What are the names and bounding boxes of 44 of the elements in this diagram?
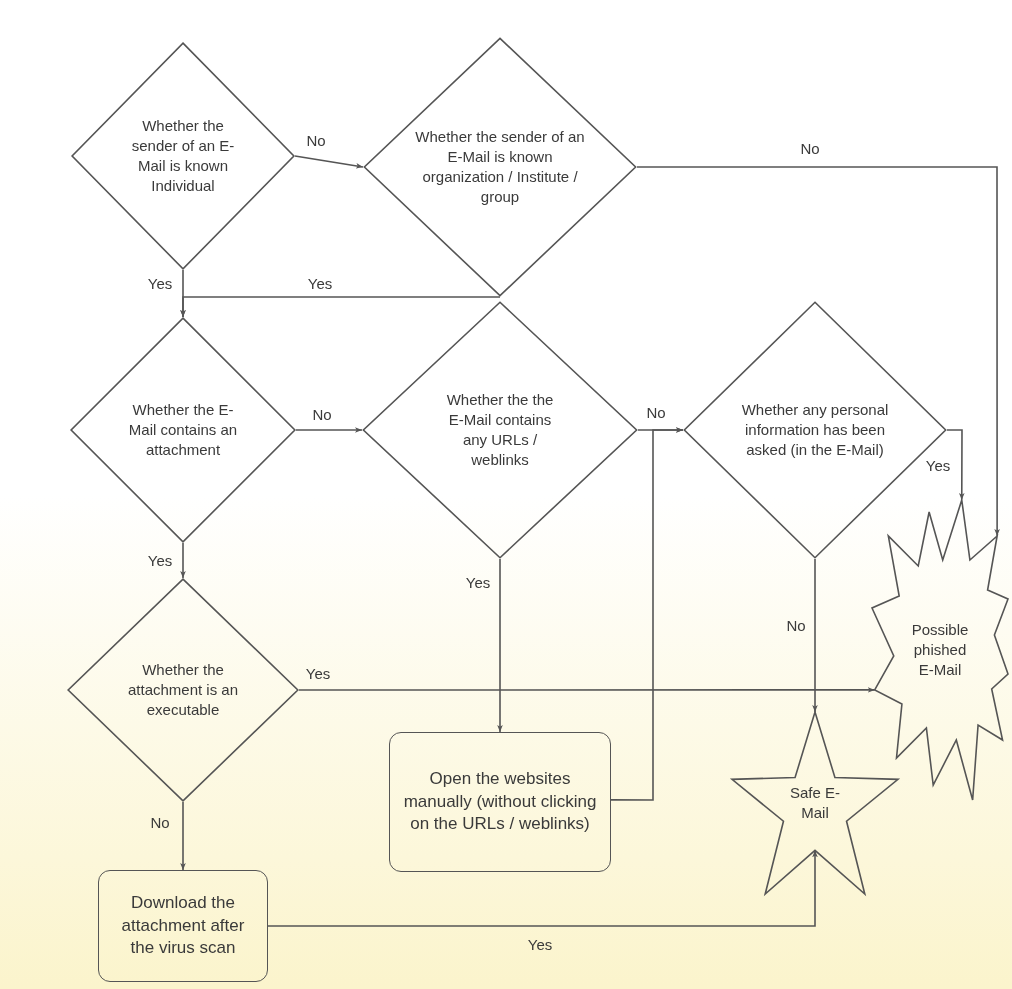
arrow <box>298 687 876 693</box>
edge-label: No <box>800 140 820 156</box>
edge-label: No <box>306 132 326 148</box>
arrow <box>497 558 503 733</box>
arrow <box>636 166 1000 537</box>
edge-label: Yes <box>147 275 173 291</box>
edge-label: Yes <box>147 552 173 568</box>
node-text: Safe E-Mail <box>789 782 841 823</box>
decision-diamond <box>362 301 638 559</box>
edge-label: Yes <box>307 275 333 291</box>
edge-label: No <box>150 814 170 830</box>
star-shape <box>732 712 898 894</box>
decision-diamond <box>70 317 296 543</box>
node-text: Whether the sender of an E-Mail is known Individual <box>130 115 236 197</box>
decision-diamond <box>67 578 299 802</box>
node-text: Whether the E-Mail contains an attachment <box>128 399 238 461</box>
edge-label: Yes <box>465 574 491 590</box>
edge-label: No <box>786 617 806 633</box>
arrow <box>610 427 684 801</box>
node-text: Whether the attachment is an executable <box>126 659 240 721</box>
arrow <box>294 155 364 169</box>
edge-label: Yes <box>527 936 553 952</box>
arrow <box>295 427 363 433</box>
edge-label: No <box>646 404 666 420</box>
arrow <box>946 429 965 501</box>
node-text: Possible phished E-Mail <box>910 619 970 681</box>
arrow <box>812 558 818 713</box>
edge-label: Yes <box>305 665 331 681</box>
edge-label: No <box>312 406 332 422</box>
node-text: Open the websites manually (without clicking on the URLs / weblinks) <box>402 767 598 836</box>
decision-diamond <box>363 37 637 297</box>
node-text: Download the attachment after the virus scan <box>120 891 246 960</box>
arrow <box>180 801 186 871</box>
node-text: Whether the sender of an E-Mail is known organization / Institute / group <box>415 126 585 208</box>
arrow <box>267 849 818 927</box>
node-text: Whether the the E-Mail contains any URLs / weblinks <box>445 389 555 471</box>
process-box <box>389 732 611 872</box>
starburst-shape <box>872 500 1008 800</box>
process-box <box>98 870 268 982</box>
decision-diamond <box>71 42 295 270</box>
node-text: Whether any personal information has been asked (in the E-Mail) <box>740 399 890 461</box>
edge-label: Yes <box>925 457 951 473</box>
arrow <box>180 542 186 579</box>
arrow <box>180 296 501 318</box>
